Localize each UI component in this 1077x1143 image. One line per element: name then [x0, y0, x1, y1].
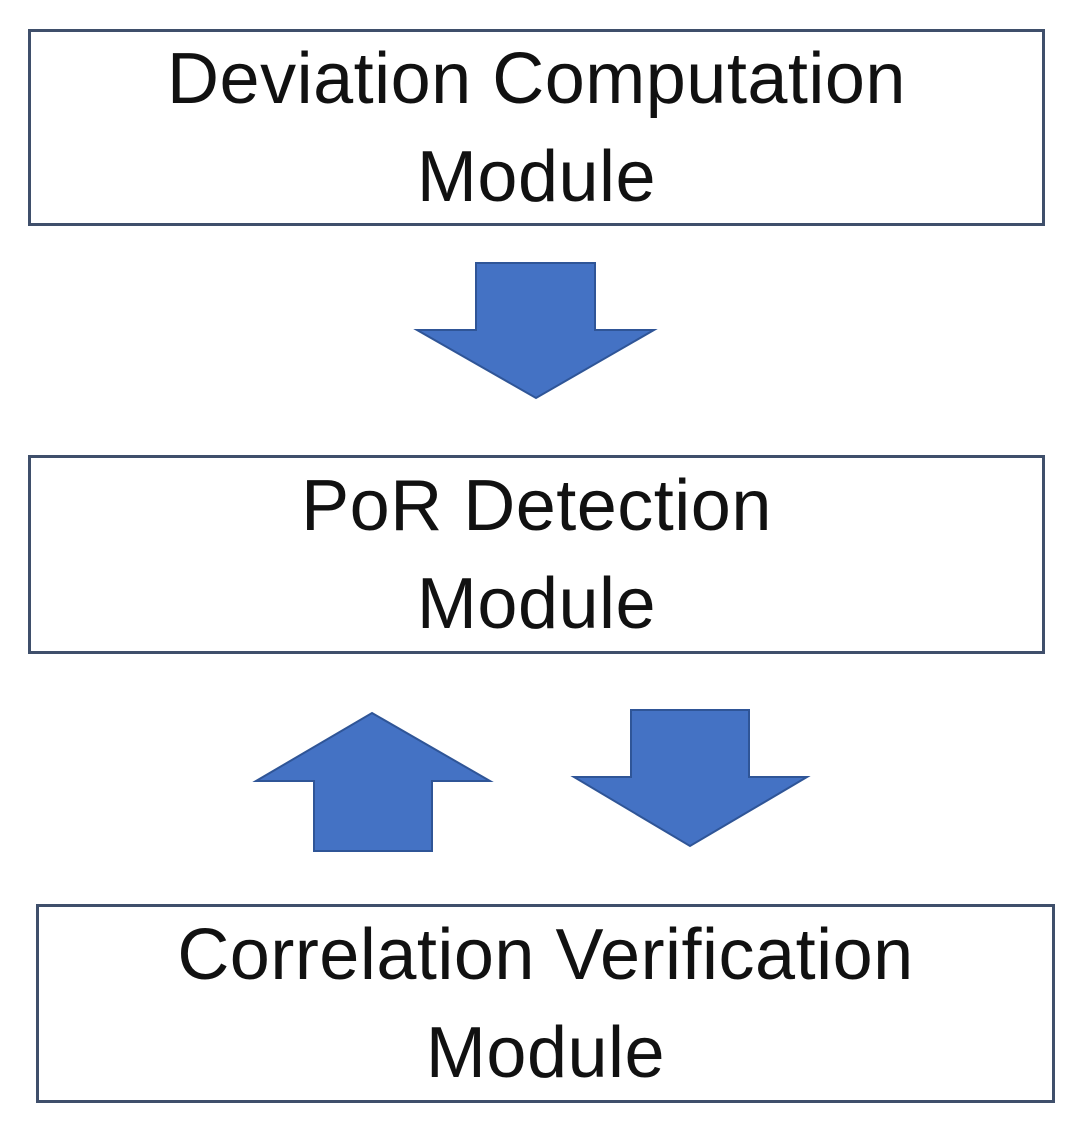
por-detection-module-box: PoR Detection Module [28, 455, 1045, 654]
arrow-down-icon [413, 262, 658, 400]
correlation-verification-module-box: Correlation Verification Module [36, 904, 1055, 1103]
por-module-label-line1: PoR Detection [301, 465, 772, 546]
deviation-module-label-line1: Deviation Computation [167, 38, 906, 119]
arrow-down-icon [570, 709, 811, 848]
deviation-computation-module-box: Deviation Computation Module [28, 29, 1045, 226]
correlation-module-label-line2: Module [425, 1012, 666, 1093]
deviation-module-label-line2: Module [416, 136, 657, 217]
por-module-label-line2: Module [416, 563, 657, 644]
correlation-module-label-line1: Correlation Verification [177, 914, 914, 995]
arrow-up-icon [252, 711, 494, 852]
